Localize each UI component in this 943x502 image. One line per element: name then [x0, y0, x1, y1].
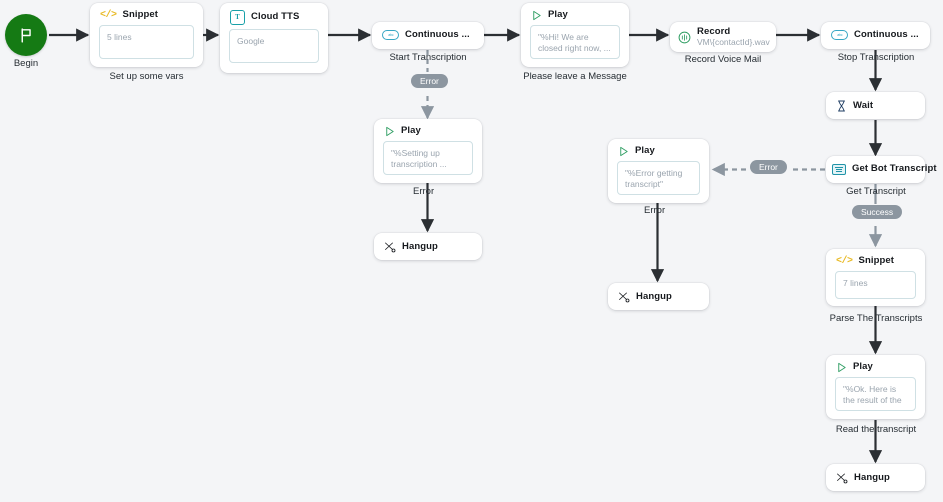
- node-header: Hangup: [374, 233, 482, 261]
- node-record-voicemail-caption: Record Voice Mail: [684, 54, 762, 65]
- play-icon: [384, 126, 395, 137]
- node-record-voicemail[interactable]: Record VM\{contactId}.wav: [670, 22, 776, 52]
- node-title: Cloud TTS: [251, 11, 300, 23]
- node-play-result[interactable]: Play "%Ok. Here is the result of the ...: [826, 355, 925, 419]
- node-play-result-caption: Read the transcript: [835, 424, 917, 435]
- hourglass-icon: [836, 100, 847, 112]
- play-icon: [836, 362, 847, 373]
- node-title: Hangup: [402, 240, 438, 252]
- node-title: Record: [697, 26, 731, 37]
- node-start-transcription[interactable]: abc Continuous ...: [372, 22, 484, 49]
- node-header: Wait: [826, 92, 925, 120]
- node-title: Snippet: [858, 255, 895, 267]
- node-hangup-mid-left[interactable]: Hangup: [374, 233, 482, 260]
- node-subtitle: VM\{contactId}.wav: [697, 37, 770, 48]
- play-text-field[interactable]: "%Hi! We are closed right now, ...: [530, 25, 620, 59]
- node-title: Wait: [853, 99, 874, 111]
- hangup-icon: [836, 472, 848, 484]
- node-header: Play: [374, 119, 482, 141]
- node-snippet-parse-caption: Parse The Transcripts: [829, 313, 923, 324]
- node-wait[interactable]: Wait: [826, 92, 925, 119]
- node-title: Play: [548, 9, 568, 21]
- node-header: Play: [521, 3, 629, 25]
- badge-error-start-transcription: Error: [411, 74, 448, 89]
- node-header: abc Continuous ...: [372, 22, 484, 48]
- node-snippet-vars[interactable]: </> Snippet 5 lines: [90, 3, 203, 67]
- play-icon: [531, 10, 542, 21]
- node-get-bot-transcript[interactable]: Get Bot Transcript: [826, 156, 937, 183]
- node-stop-transcription-caption: Stop Transcription: [837, 52, 915, 63]
- node-play-greeting-caption: Please leave a Message: [523, 71, 627, 82]
- play-text-field[interactable]: "%Error getting transcript": [617, 161, 700, 195]
- node-title: Play: [853, 361, 873, 373]
- snippet-lines-field[interactable]: 5 lines: [99, 25, 194, 59]
- edge-label-error-setup: Error: [413, 186, 435, 197]
- hangup-icon: [384, 241, 396, 253]
- play-text-field[interactable]: "%Ok. Here is the result of the ...: [835, 377, 916, 411]
- node-title: Continuous ...: [405, 29, 470, 40]
- transcript-icon: [832, 164, 846, 175]
- node-hangup-mid[interactable]: Hangup: [608, 283, 709, 310]
- node-header: </> Snippet: [90, 3, 203, 25]
- node-title: Snippet: [122, 9, 159, 21]
- node-play-greeting[interactable]: Play "%Hi! We are closed right now, ...: [521, 3, 629, 67]
- node-title: Hangup: [854, 471, 890, 483]
- badge-success-get-transcript: Success: [852, 205, 903, 220]
- node-title: Play: [401, 125, 421, 137]
- hangup-icon: [618, 291, 630, 303]
- node-cloud-tts[interactable]: T Cloud TTS Google: [220, 3, 328, 73]
- flag-icon: [18, 27, 35, 44]
- node-header: Play: [608, 139, 709, 161]
- text-to-speech-icon: T: [230, 10, 245, 25]
- snippet-lines-field[interactable]: 7 lines: [835, 271, 916, 299]
- node-title: Get Bot Transcript: [852, 163, 937, 175]
- code-snippet-icon: </>: [836, 256, 853, 267]
- node-hangup-right[interactable]: Hangup: [826, 464, 925, 491]
- continuous-pill-icon: abc: [831, 30, 848, 41]
- node-title: Hangup: [636, 290, 672, 302]
- node-title: Play: [635, 145, 655, 157]
- node-header: T Cloud TTS: [220, 3, 328, 29]
- node-play-transcript-error[interactable]: Play "%Error getting transcript": [608, 139, 709, 203]
- node-header: Record VM\{contactId}.wav: [670, 22, 776, 53]
- tts-engine-field[interactable]: Google: [229, 29, 319, 63]
- badge-error-get-transcript: Error: [750, 160, 787, 175]
- edge-label-error-transcript: Error: [644, 205, 666, 216]
- node-get-bot-transcript-caption: Get Transcript: [846, 186, 906, 197]
- node-header: </> Snippet: [826, 249, 925, 271]
- play-icon: [618, 146, 629, 157]
- node-begin-label: Begin: [13, 58, 39, 69]
- node-title: Continuous ...: [854, 29, 919, 40]
- node-header: Hangup: [608, 283, 709, 311]
- node-header: abc Continuous ...: [821, 22, 930, 48]
- code-snippet-icon: </>: [100, 10, 117, 21]
- node-snippet-parse[interactable]: </> Snippet 7 lines: [826, 249, 925, 306]
- node-header: Hangup: [826, 464, 925, 492]
- node-snippet-vars-caption: Set up some vars: [109, 71, 184, 82]
- node-header: Get Bot Transcript: [826, 156, 937, 183]
- continuous-pill-icon: abc: [382, 30, 399, 41]
- node-stop-transcription[interactable]: abc Continuous ...: [821, 22, 930, 49]
- play-text-field[interactable]: "%Setting up transcription ...: [383, 141, 473, 175]
- node-begin[interactable]: [5, 14, 47, 56]
- node-start-transcription-caption: Start Transcription: [389, 52, 467, 63]
- node-header: Play: [826, 355, 925, 377]
- record-icon: [678, 31, 691, 44]
- node-play-setup-error[interactable]: Play "%Setting up transcription ...: [374, 119, 482, 183]
